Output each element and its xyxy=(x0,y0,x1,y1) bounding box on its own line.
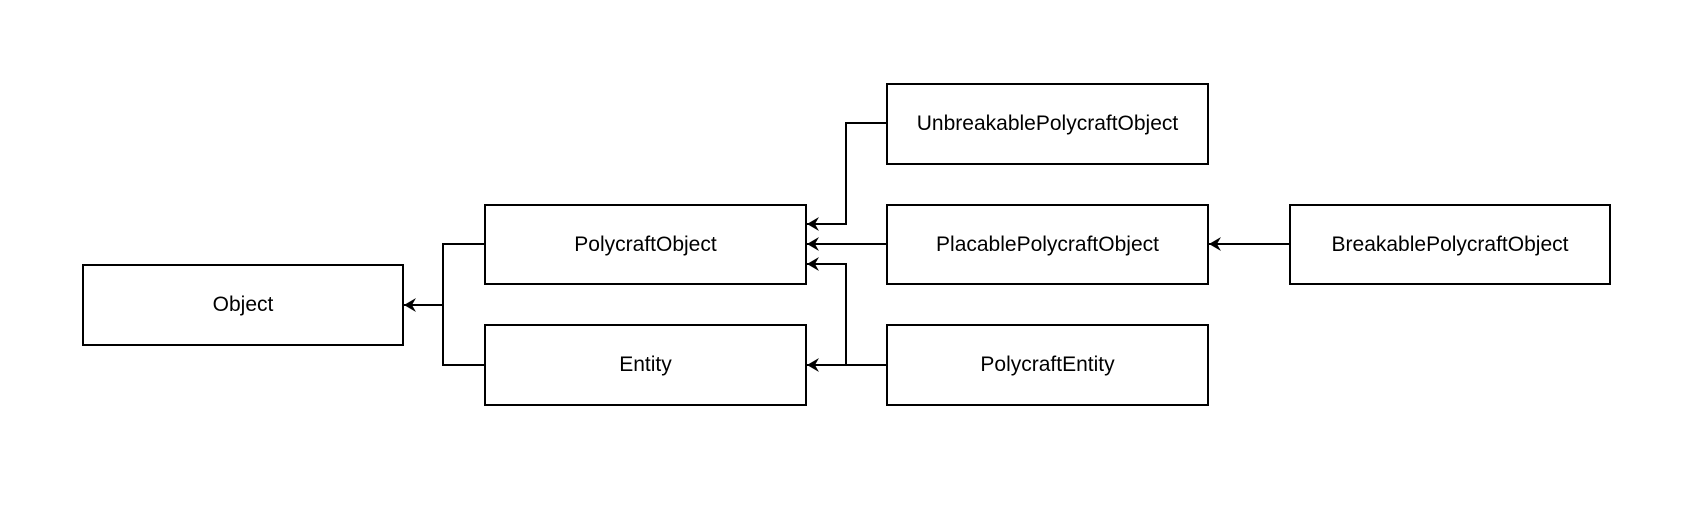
node-unbreakable-polycraft-object[interactable]: UnbreakablePolycraftObject xyxy=(886,83,1209,165)
node-label: Entity xyxy=(619,353,672,376)
node-label: Object xyxy=(212,293,274,316)
node-label: PlacablePolycraftObject xyxy=(936,232,1159,256)
node-polycraft-object[interactable]: PolycraftObject xyxy=(484,204,807,285)
edge-entity-object xyxy=(442,305,484,366)
edge-polycraftentity-polycraftobject xyxy=(807,257,886,366)
node-breakable-polycraft-object[interactable]: BreakablePolycraftObject xyxy=(1289,204,1611,285)
node-label: UnbreakablePolycraftObject xyxy=(916,112,1179,135)
node-label: PolycraftEntity xyxy=(980,353,1115,376)
node-label: BreakablePolycraftObject xyxy=(1331,232,1569,256)
edge-unbreakable-polycraftobject xyxy=(807,122,886,231)
node-entity[interactable]: Entity xyxy=(484,324,807,406)
node-placable-polycraft-object[interactable]: PlacablePolycraftObject xyxy=(886,204,1209,285)
node-label: PolycraftObject xyxy=(574,232,717,256)
node-polycraft-entity[interactable]: PolycraftEntity xyxy=(886,324,1209,406)
node-object[interactable]: Object xyxy=(82,264,404,346)
edge-polycraftobject-object xyxy=(404,243,484,312)
